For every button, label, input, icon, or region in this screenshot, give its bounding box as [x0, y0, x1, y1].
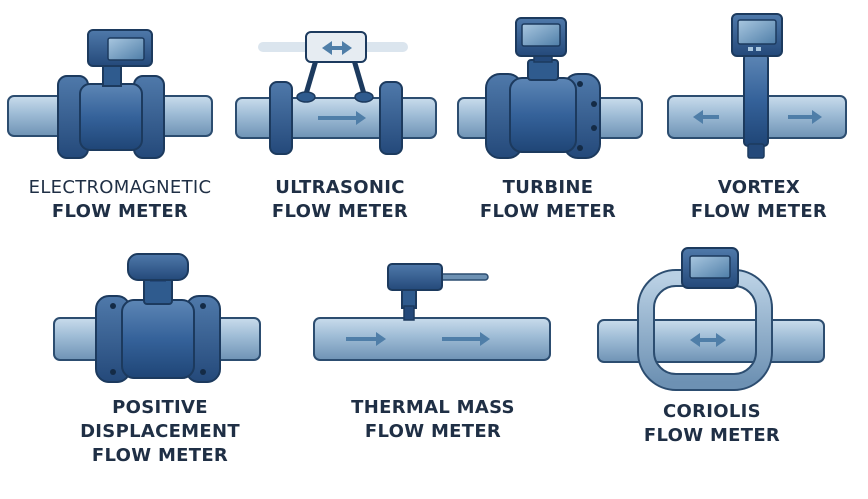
flow-arrows: [318, 41, 822, 347]
label-line: FLOW METER: [364, 421, 502, 442]
label-line: FLOW METER: [643, 425, 781, 446]
flow-arrow-icon: [346, 332, 386, 346]
label-electromagnetic: ELECTROMAGNETIC FLOW METER: [29, 176, 212, 224]
label-line: FLOW METER: [91, 445, 229, 466]
label-line: DISPLACEMENT: [80, 421, 240, 442]
flow-arrow-icon: [318, 111, 366, 125]
arrow-head: [690, 333, 700, 347]
bidirectional-arrow-icon: [690, 333, 726, 347]
arrow-head: [480, 332, 490, 346]
arrow-head: [342, 41, 352, 55]
ultrasonic-meter-icon: [235, 31, 437, 155]
arrow-head: [812, 110, 822, 124]
electromagnetic-meter-icon: [7, 29, 213, 159]
label-line: CORIOLIS: [663, 401, 761, 422]
label-line: FLOW METER: [479, 201, 617, 222]
label-coriolis: CORIOLIS FLOW METER: [644, 400, 780, 448]
label-thermal-mass: THERMAL MASS FLOW METER: [351, 396, 515, 444]
turbine-meter-icon: [457, 17, 643, 159]
label-line: ULTRASONIC: [275, 177, 405, 198]
vortex-meter-icon: [667, 13, 847, 159]
flow-arrow-icon: [788, 110, 822, 124]
label-line: FLOW METER: [271, 201, 409, 222]
label-line: ELECTROMAGNETIC: [28, 177, 212, 198]
label-line: VORTEX: [717, 177, 801, 198]
flow-arrow-icon: [693, 110, 719, 124]
arrow-head: [376, 332, 386, 346]
thermal-mass-meter-icon: [313, 263, 551, 361]
label-line: FLOW METER: [51, 201, 189, 222]
label-line: FLOW METER: [690, 201, 828, 222]
label-turbine: TURBINE FLOW METER: [480, 176, 616, 224]
positive-displacement-meter-icon: [53, 253, 261, 383]
bidirectional-arrow-icon: [322, 41, 352, 55]
label-line: POSITIVE: [112, 397, 208, 418]
arrow-head: [693, 110, 703, 124]
label-line: THERMAL MASS: [351, 397, 515, 418]
flow-arrow-icon: [442, 332, 490, 346]
arrow-head: [322, 41, 332, 55]
arrow-head: [716, 333, 726, 347]
label-line: TURBINE: [502, 177, 594, 198]
label-positive-displacement: POSITIVE DISPLACEMENT FLOW METER: [80, 396, 240, 468]
label-ultrasonic: ULTRASONIC FLOW METER: [272, 176, 408, 224]
arrow-head: [356, 111, 366, 125]
label-vortex: VORTEX FLOW METER: [691, 176, 827, 224]
coriolis-meter-icon: [597, 247, 825, 391]
